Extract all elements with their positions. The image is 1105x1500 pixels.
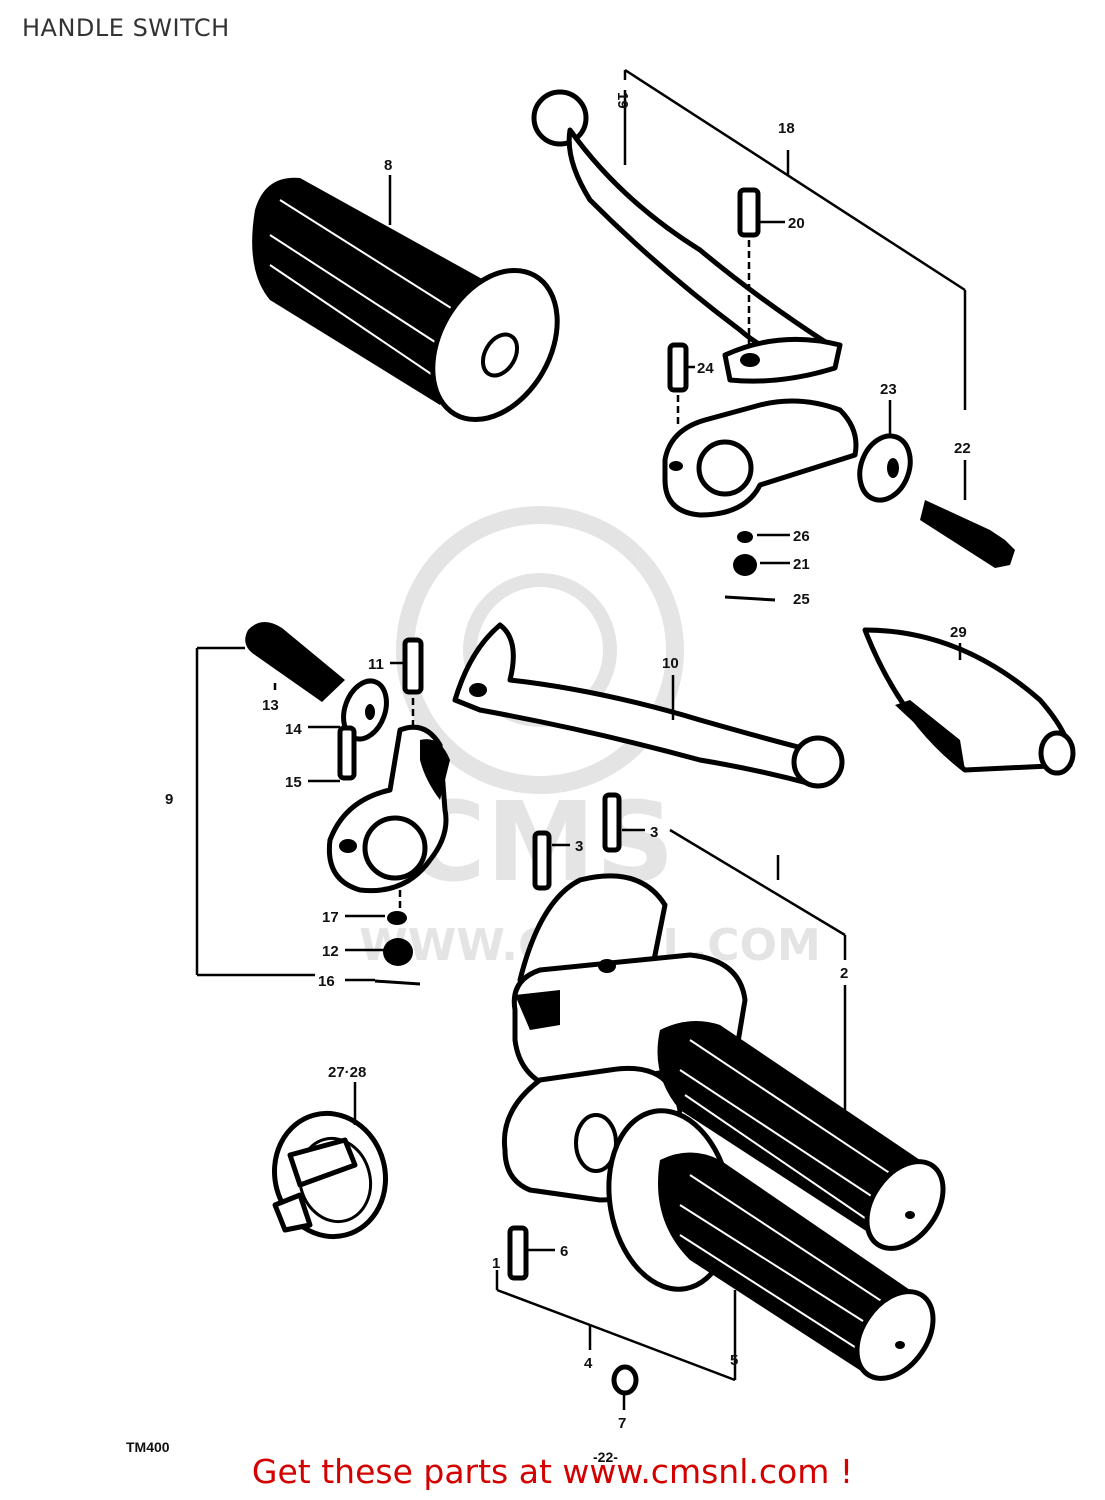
part-11-bolt (402, 637, 424, 760)
callout-11: 11 (368, 656, 384, 673)
part-23-washer (857, 433, 913, 503)
part-22-bolt (920, 500, 1015, 568)
part-24-bolt (667, 342, 689, 425)
part-20-bolt (737, 187, 761, 350)
part-3-screws (532, 792, 622, 891)
lower-lever-holder (326, 724, 450, 894)
callout-1: 1 (492, 1255, 500, 1272)
callout-3b: 3 (650, 824, 658, 841)
callout-27-28: 27·28 (328, 1064, 366, 1081)
parts-17-12-16 (374, 890, 421, 986)
part-7-cap (611, 1364, 639, 1396)
callout-7: 7 (618, 1415, 626, 1432)
callout-9: 9 (165, 791, 173, 808)
callout-19: 19 (614, 92, 631, 109)
callout-25: 25 (793, 591, 810, 608)
callout-26: 26 (793, 528, 810, 545)
callout-5: 5 (730, 1352, 738, 1369)
callout-labels: 8 19 18 20 24 23 22 26 21 25 29 10 11 13… (126, 92, 971, 1465)
part-2-right-grip (657, 1021, 946, 1251)
callout-15: 15 (285, 774, 302, 791)
callout-13: 13 (262, 697, 279, 714)
callout-22: 22 (954, 440, 971, 457)
callout-23: 23 (880, 381, 897, 398)
page-title: HANDLE SWITCH (22, 14, 230, 42)
callout-21: 21 (793, 556, 810, 573)
part-8-left-grip (252, 175, 560, 423)
upper-lever-holder (662, 398, 859, 518)
parts-26-21-25 (724, 531, 776, 602)
callout-12: 12 (322, 943, 339, 960)
part-19-upper-lever (531, 89, 843, 384)
callout-16: 16 (318, 973, 335, 990)
part-29-lever-cover (862, 627, 1076, 776)
part-13-adjuster (245, 621, 345, 702)
callout-18: 18 (778, 120, 795, 137)
callout-6: 6 (560, 1243, 568, 1260)
part-15-bolt (337, 725, 357, 781)
part-6-screw (507, 1225, 529, 1281)
callout-3a: 3 (575, 838, 583, 855)
callout-leader-lines (195, 68, 967, 1410)
part-10-lower-lever (452, 622, 845, 789)
part-5-grip (606, 1108, 936, 1381)
callout-29: 29 (950, 624, 967, 641)
callout-4: 4 (584, 1355, 593, 1372)
model-code: TM400 (126, 1439, 170, 1455)
callout-10: 10 (662, 655, 679, 672)
part-27-28-clamp (272, 1110, 388, 1240)
callout-17: 17 (322, 909, 339, 926)
page-number: -22- (593, 1449, 618, 1465)
callout-14: 14 (285, 721, 302, 738)
callout-8: 8 (384, 157, 392, 174)
get-parts-link[interactable]: Get these parts at www.cmsnl.com ! (251, 1452, 854, 1491)
callout-2: 2 (840, 965, 848, 982)
callout-24: 24 (697, 360, 714, 377)
callout-20: 20 (788, 215, 805, 232)
